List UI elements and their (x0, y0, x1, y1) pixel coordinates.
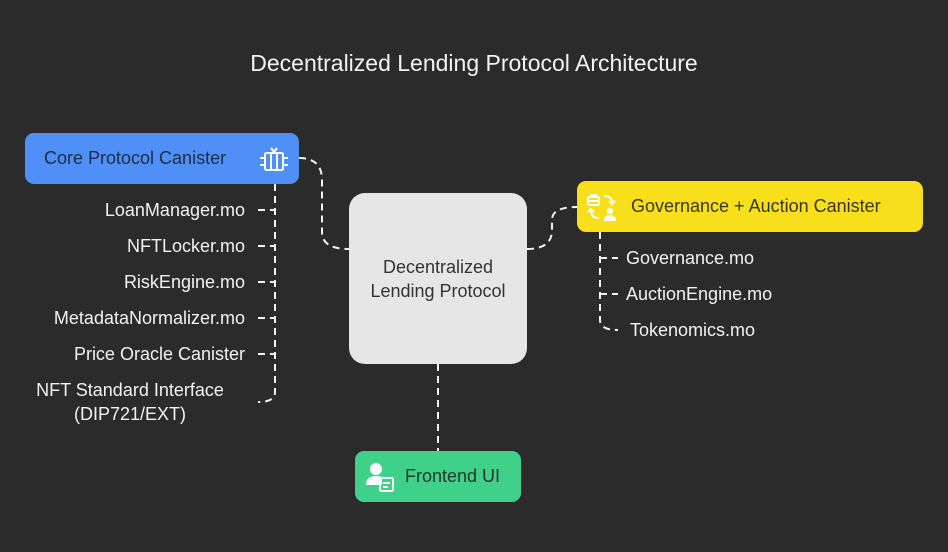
gov-child-auctionengine: AuctionEngine.mo (626, 284, 773, 304)
core-child-loanmanager: LoanManager.mo (104, 200, 245, 220)
frontend-ui-node: Frontend UI (355, 451, 521, 502)
core-protocol-canister-label: Core Protocol Canister (44, 148, 227, 168)
decentralized-lending-protocol-node: Decentralized Lending Protocol (349, 193, 527, 364)
user-document-icon (366, 463, 394, 492)
connector-core-center (298, 157, 350, 250)
center-node-label: Decentralized Lending Protocol (370, 256, 506, 301)
gov-child-tokenomics: Tokenomics.mo (630, 320, 756, 340)
canister-icon (260, 147, 288, 171)
frontend-ui-label: Frontend UI (405, 466, 501, 486)
gov-child-governance: Governance.mo (626, 248, 755, 268)
core-child-nft-standard-interface: NFT Standard Interface (DIP721/EXT) (36, 380, 224, 424)
core-child-nftlocker: NFTLocker.mo (126, 236, 245, 256)
governance-auction-canister-node: Governance + Auction Canister (577, 181, 923, 232)
governance-exchange-icon (587, 194, 616, 221)
core-child-price-oracle: Price Oracle Canister (73, 344, 245, 364)
connector-core-trunk (257, 184, 276, 403)
core-child-metadatanormalizer: MetadataNormalizer.mo (53, 308, 245, 328)
connector-center-governance (526, 206, 578, 250)
diagram-title: Decentralized Lending Protocol Architect… (250, 50, 698, 76)
core-protocol-canister-node: Core Protocol Canister (25, 133, 299, 184)
core-child-riskengine: RiskEngine.mo (123, 272, 245, 292)
governance-auction-canister-label: Governance + Auction Canister (631, 196, 881, 216)
connector-gov-trunk (599, 232, 619, 331)
